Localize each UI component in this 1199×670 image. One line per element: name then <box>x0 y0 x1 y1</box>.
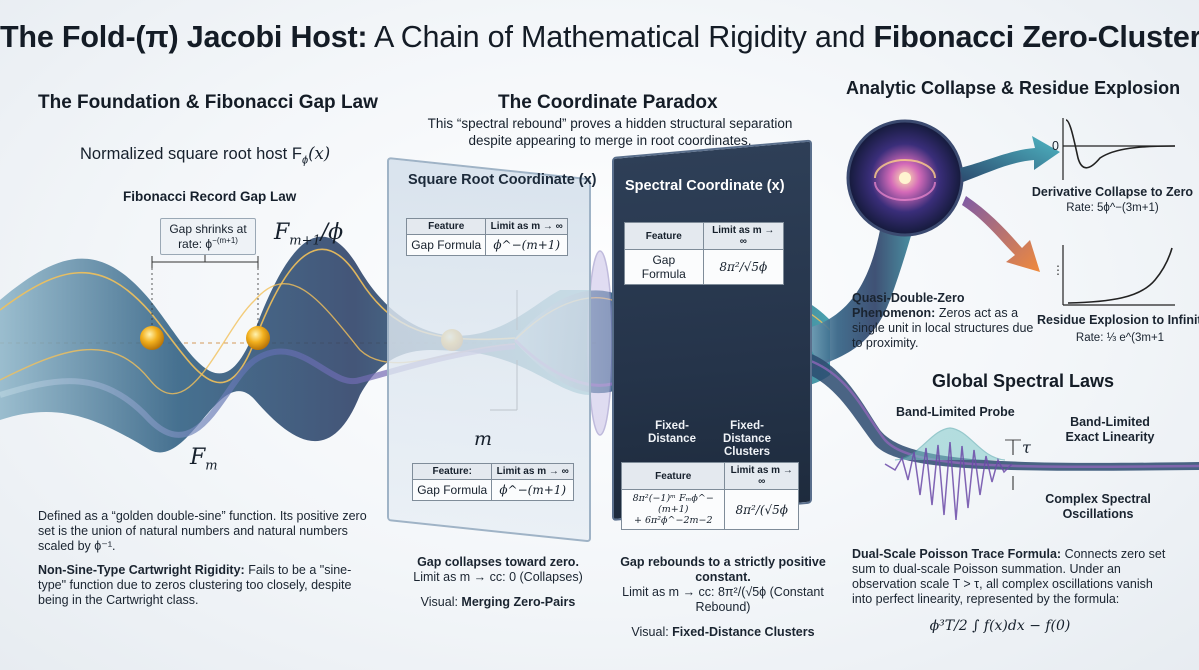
page-title: The Fold-(π) Jacobi Host: A Chain of Mat… <box>0 20 1199 54</box>
cartwright-rigidity-description: Non-Sine-Type Cartwright Rigidity: Fails… <box>38 563 352 607</box>
foundation-heading: The Foundation & Fibonacci Gap Law <box>38 92 378 113</box>
zero-tick: 0 <box>1052 139 1059 153</box>
svg-text:⋮: ⋮ <box>1052 263 1064 277</box>
coordinate-paradox-heading: The Coordinate Paradox <box>498 92 718 113</box>
exact-linearity-label: Band-Limited Exact Linearity <box>1065 415 1155 444</box>
host-label: Normalized square root host Fϕ(x) <box>80 144 331 167</box>
square-root-panel-title: Square Root Coordinate (x) <box>408 172 597 188</box>
global-spectral-heading: Global Spectral Laws <box>932 371 1115 391</box>
collapse-caption: Gap collapses toward zero. Limit as m → … <box>413 555 583 609</box>
rebound-caption: Gap rebounds to a strictly positive cons… <box>620 555 826 639</box>
fixed-distance-clusters-label: Fixed- Distance Clusters <box>723 420 771 458</box>
band-limited-probe-label: Band-Limited Probe <box>896 405 1015 419</box>
analytic-collapse-heading: Analytic Collapse & Residue Explosion <box>846 78 1181 98</box>
golden-double-sine-description: Defined as a “golden double-sine” functi… <box>38 509 367 553</box>
paradox-subtitle: This “spectral rebound” proves a hidden … <box>427 116 793 148</box>
derivative-collapse-rate: Rate: 5ϕ^−(3m+1) <box>1066 202 1159 214</box>
fixed-distance-label: Fixed- Distance <box>648 420 696 445</box>
poisson-formula: ϕ³T/2 ∫ f(x)dx − f(0) <box>929 618 1071 634</box>
fm-label: Fm <box>190 445 218 474</box>
zero-point <box>140 326 164 350</box>
m-label: m <box>474 428 493 450</box>
fm-plus-one-label: Fm+1/ϕ <box>274 220 344 249</box>
derivative-collapse-title: Derivative Collapse to Zero <box>1031 185 1194 199</box>
residue-explosion-rate: Rate: ⅓ e^(3m+1 <box>1075 332 1165 344</box>
gap-rate-box: Gap shrinks at rate: ϕ−(m+1) <box>160 218 256 255</box>
quasi-double-zero-text: Quasi-Double-Zero Phenomenon: Zeros act … <box>852 291 1034 350</box>
spectral-panel-title: Spectral Coordinate (x) <box>625 178 785 194</box>
zero-point <box>246 326 270 350</box>
poisson-trace-text: Dual-Scale Poisson Trace Formula: Connec… <box>852 547 1166 606</box>
tau-label: τ <box>1022 438 1031 457</box>
gap-law-title: Fibonacci Record Gap Law <box>123 189 297 204</box>
complex-oscillations-label: Complex Spectral Oscillations <box>1045 492 1151 521</box>
residue-explosion-title: Residue Explosion to Infinity <box>1037 313 1199 327</box>
